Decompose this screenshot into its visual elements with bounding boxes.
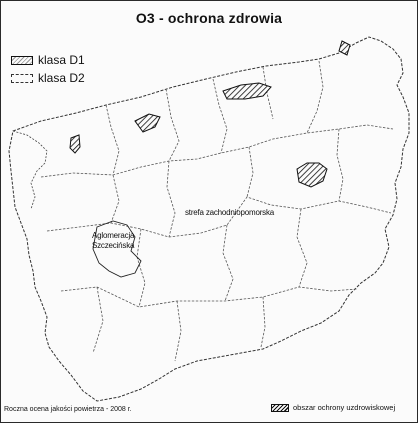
aglomeracja-boundary	[92, 220, 142, 278]
legend-swatch-d1	[11, 55, 33, 65]
spa-zone-swatch	[271, 403, 289, 412]
legend-item-d2: klasa D2	[11, 69, 85, 87]
spa-zone-west-island	[69, 134, 81, 154]
region-label-aglomeracja-line2: Szczecińska	[92, 241, 135, 250]
voivodeship-boundary	[8, 36, 410, 402]
legend-label-d2: klasa D2	[38, 71, 85, 85]
spa-zone-legend: obszar ochrony uzdrowiskowej	[271, 403, 395, 412]
legend-swatch-d2	[11, 73, 33, 83]
county-boundaries	[40, 60, 394, 362]
map-title: O3 - ochrona zdrowia	[135, 10, 283, 26]
legend-item-d1: klasa D1	[11, 51, 85, 69]
source-note: Roczna ocena jakości powietrza - 2008 r.	[4, 406, 132, 413]
spa-zone-northeast	[338, 40, 351, 56]
region-label-aglomeracja-line1: Aglomeracja	[92, 231, 135, 240]
region-label-strefa: strefa zachodniopomorska	[185, 208, 275, 217]
spa-zone-east-inland	[296, 162, 328, 188]
lagoon-boundary	[12, 130, 48, 210]
legend-label-d1: klasa D1	[38, 53, 85, 67]
spa-zone-coast-central	[222, 82, 272, 100]
spa-zone-label: obszar ochrony uzdrowiskowej	[293, 403, 396, 412]
spa-zone-coast-west	[134, 113, 161, 133]
map-legend: klasa D1 klasa D2	[11, 51, 85, 87]
